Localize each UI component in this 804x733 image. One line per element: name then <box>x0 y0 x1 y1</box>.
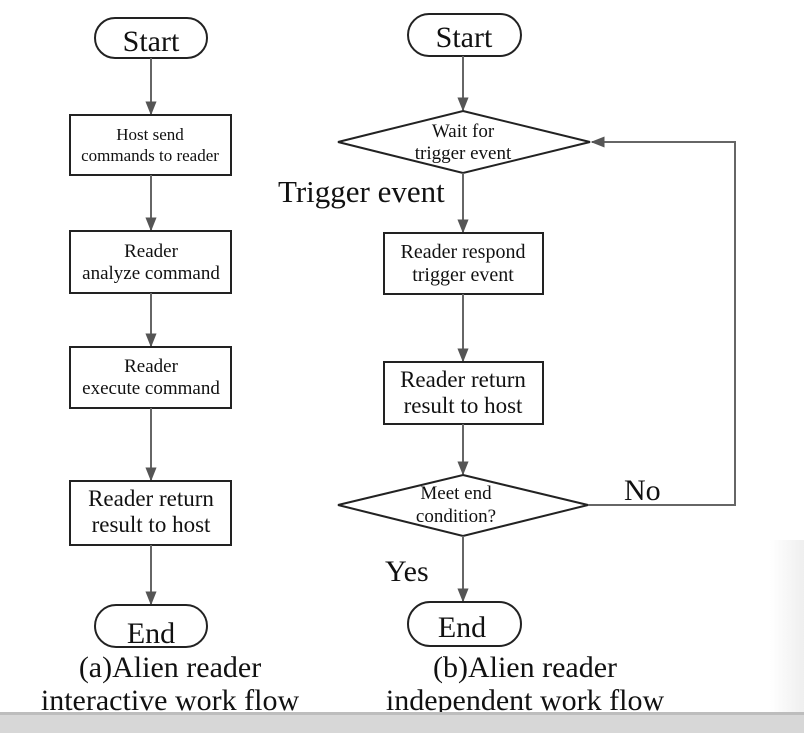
left-start-label: Start <box>123 25 180 58</box>
bottom-scroll-bar <box>0 712 804 733</box>
right-start-label: Start <box>436 21 493 54</box>
left-analyze-line1: Reader <box>124 241 178 262</box>
right-end-label: End <box>438 611 486 644</box>
reader-respond-box <box>383 232 544 295</box>
left-host-send-line2: commands to reader <box>81 146 219 165</box>
no-loop-connector <box>588 136 736 506</box>
right-flow: Start Wait for trigger event Trigger eve… <box>278 13 736 647</box>
trigger-event-label: Trigger event <box>278 174 445 209</box>
right-return-box <box>383 361 544 425</box>
left-execute-line2: execute command <box>82 378 220 399</box>
yes-label: Yes <box>385 555 429 588</box>
left-flow: Start Host send commands to reader Reade… <box>69 17 232 650</box>
left-analyze-line2: analyze command <box>82 263 220 284</box>
right-end-terminal <box>407 601 522 647</box>
left-caption-line2: interactive work flow <box>40 684 300 717</box>
right-caption: (b)Alien reader independent work flow <box>345 651 705 717</box>
reader-respond-line1: Reader respond <box>401 241 526 263</box>
end-condition-line1: Meet end <box>420 483 492 504</box>
left-host-send-line1: Host send <box>116 125 184 144</box>
wait-trigger-line2: trigger event <box>415 143 512 164</box>
flowchart-diagram: Start Host send commands to reader Reade… <box>69 13 736 650</box>
left-caption-line1: (a)Alien reader <box>78 651 262 684</box>
left-return-box <box>69 480 232 546</box>
left-end-label: End <box>127 617 175 650</box>
reader-respond-line2: trigger event <box>412 264 514 286</box>
right-return-line1: Reader return <box>400 367 526 392</box>
right-return-line2: result to host <box>404 393 523 418</box>
left-return-line1: Reader return <box>88 486 214 511</box>
right-caption-line1: (b)Alien reader <box>432 651 618 684</box>
wait-trigger-line1: Wait for <box>432 121 495 142</box>
left-execute-box <box>69 346 232 409</box>
no-label: No <box>624 474 661 507</box>
end-condition-line2: condition? <box>416 506 496 527</box>
left-execute-line1: Reader <box>124 356 178 377</box>
left-analyze-box <box>69 230 232 294</box>
left-caption: (a)Alien reader interactive work flow <box>10 651 330 717</box>
left-end-terminal <box>94 604 208 648</box>
left-return-line2: result to host <box>92 512 211 537</box>
right-edge-shadow <box>770 540 804 712</box>
left-host-send-box <box>69 114 232 176</box>
right-start-terminal <box>407 13 522 57</box>
right-caption-line2: independent work flow <box>385 684 665 717</box>
